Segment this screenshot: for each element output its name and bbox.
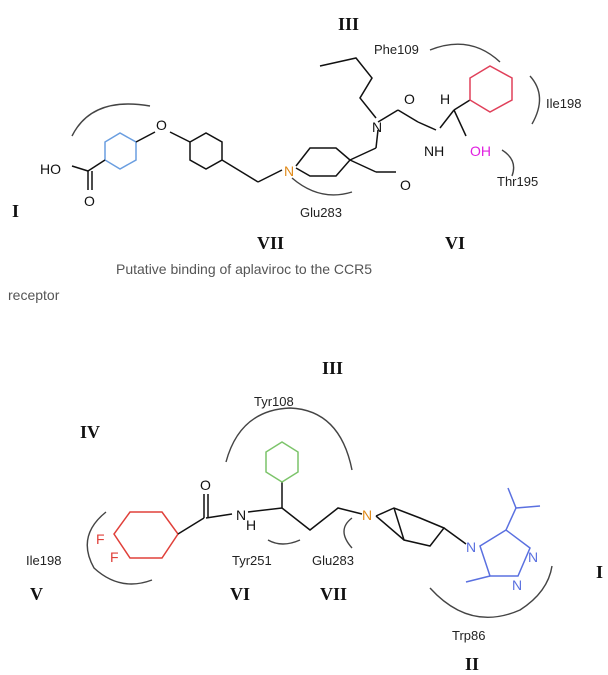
- region-label-iii: III: [338, 14, 359, 34]
- atom-h: H: [440, 91, 450, 107]
- residue-glu283-2: Glu283: [312, 553, 354, 568]
- region-label-i: I: [12, 201, 19, 221]
- tropane-ring: [375, 507, 446, 547]
- region-label-ii: II: [465, 654, 479, 674]
- atom-n-triazole-3: N: [512, 577, 522, 593]
- atom-h-amide: H: [246, 517, 256, 533]
- atom-oh: OH: [470, 143, 491, 159]
- phenyl-ring: [189, 132, 223, 170]
- region-label-vii: VII: [257, 233, 284, 253]
- pocket-arc-thr: [501, 149, 515, 177]
- region-label-vii-2: VII: [320, 584, 347, 604]
- residue-thr195: Thr195: [497, 174, 538, 189]
- residue-phe109: Phe109: [374, 42, 419, 57]
- pocket-arc-trp86: [429, 565, 553, 618]
- residue-tyr108: Tyr108: [254, 394, 294, 409]
- pocket-arc-tyr108: [225, 407, 353, 471]
- atom-o-ether: O: [156, 117, 167, 133]
- region-label-v: V: [30, 584, 43, 604]
- atom-n-ring: N: [372, 119, 382, 135]
- pocket-arc-ile: [529, 75, 541, 125]
- difluorocyclohexyl-ring: [113, 511, 179, 559]
- pocket-arc-ile198: [86, 511, 153, 585]
- atom-n-piperidine: N: [284, 163, 294, 179]
- caption-line-2: receptor: [8, 287, 60, 303]
- atom-ho: HO: [40, 161, 61, 177]
- atom-o-carbonyl: O: [84, 193, 95, 209]
- region-label-i-2: I: [596, 562, 603, 582]
- pocket-arc-i: [71, 103, 151, 137]
- benzoic-ring: [104, 132, 137, 170]
- region-label-vi-2: VI: [230, 584, 250, 604]
- region-label-vi: VI: [445, 233, 465, 253]
- atom-o-bottom: O: [400, 177, 411, 193]
- butyl-chain: [319, 57, 377, 119]
- atom-n-triazole-1: N: [466, 539, 476, 555]
- pocket-arc-phe: [429, 43, 501, 63]
- cyclohexyl-ring: [469, 65, 513, 113]
- atom-n-amide: N: [236, 507, 246, 523]
- residue-tyr251: Tyr251: [232, 553, 272, 568]
- residue-trp86: Trp86: [452, 628, 485, 643]
- atom-o-amide: O: [200, 477, 211, 493]
- atom-f2: F: [110, 549, 119, 565]
- pocket-arc-glu283: [343, 517, 353, 549]
- atom-n-bridge: N: [362, 507, 372, 523]
- atom-o-top: O: [404, 91, 415, 107]
- pocket-arc-tyr251: [267, 539, 301, 545]
- piperidine-ring: [295, 147, 352, 177]
- region-label-iv: IV: [80, 422, 100, 442]
- residue-ile198: Ile198: [546, 96, 581, 111]
- figure-maraviroc: III Tyr108 IV Ile198 V Tyr251 Glu283 VI …: [26, 358, 603, 674]
- atom-nh: NH: [424, 143, 444, 159]
- atom-f1: F: [96, 531, 105, 547]
- region-label-iii-2: III: [322, 358, 343, 378]
- residue-ile198-2: Ile198: [26, 553, 61, 568]
- triazole-ring: [479, 529, 531, 577]
- residue-glu283: Glu283: [300, 205, 342, 220]
- caption-line-1: Putative binding of aplaviroc to the CCR…: [116, 261, 373, 277]
- pocket-arc-glu: [291, 177, 353, 196]
- phenyl-ring-green: [265, 441, 299, 483]
- atom-n-triazole-2: N: [528, 549, 538, 565]
- figure-aplaviroc: III Phe109 Ile198 Thr195 Glu283 I VII VI…: [12, 14, 581, 253]
